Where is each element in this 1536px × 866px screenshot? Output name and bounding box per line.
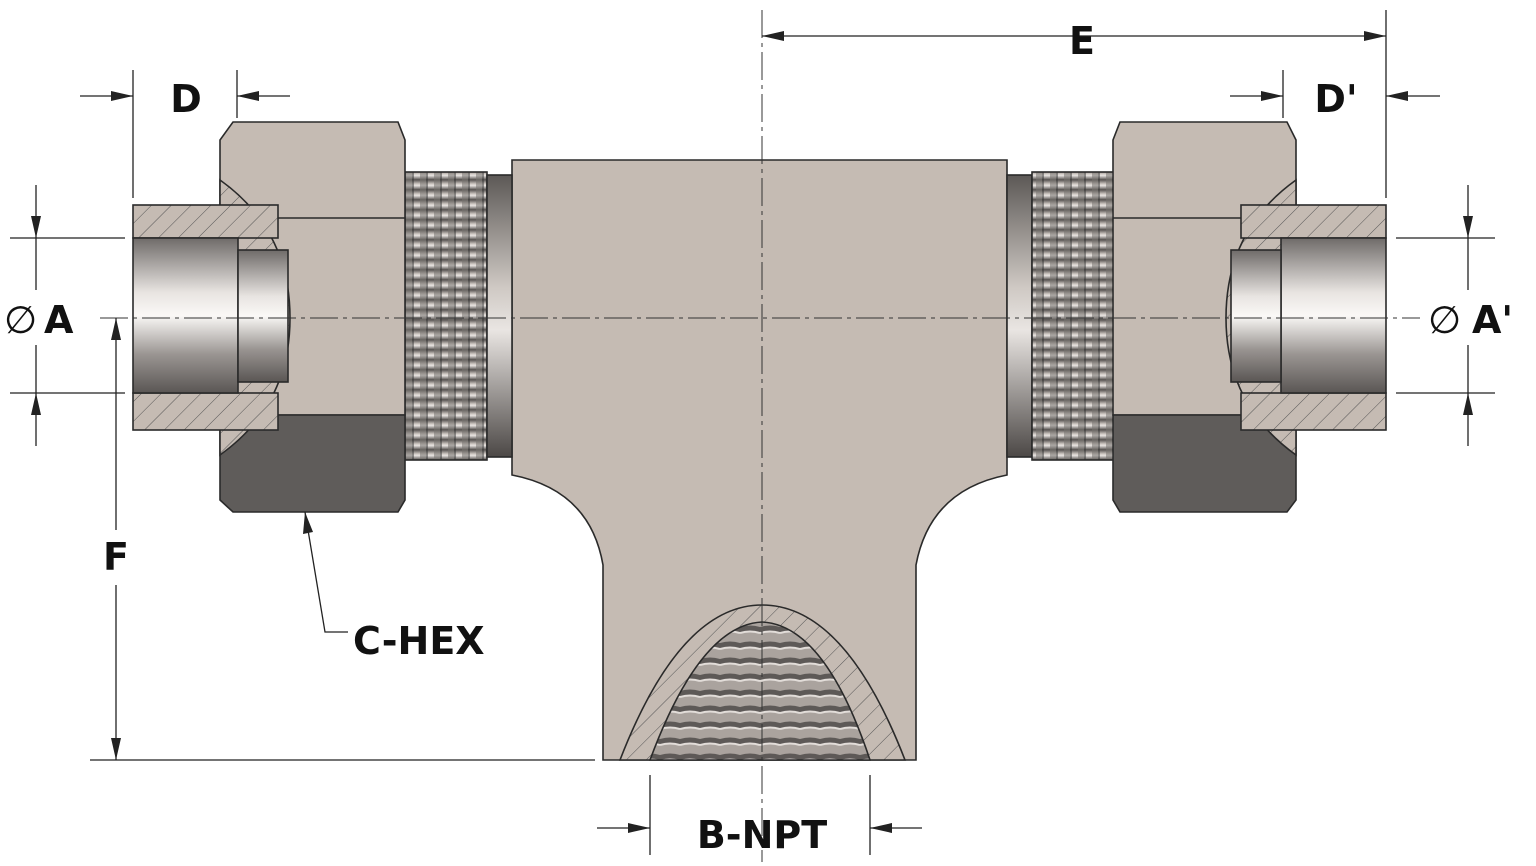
left-threads [404, 171, 513, 461]
dimension-b-npt [597, 775, 922, 855]
diameter-symbol-left: ∅ [4, 298, 37, 342]
label-d: D [170, 77, 202, 121]
tee-body [511, 159, 1008, 761]
right-tube [1230, 204, 1387, 431]
c-hex-leader [303, 511, 348, 633]
label-c-hex: C-HEX [353, 619, 485, 663]
dimension-e [762, 10, 1387, 198]
label-f: F [103, 535, 129, 579]
label-a-prime: A' [1472, 298, 1513, 342]
dimension-d-prime [1230, 70, 1440, 118]
label-a: A [44, 298, 74, 342]
dimension-d [80, 70, 290, 198]
diameter-symbol-right: ∅ [1428, 298, 1461, 342]
dimension-a [10, 185, 125, 446]
right-threads [1006, 171, 1115, 461]
label-e: E [1069, 19, 1095, 63]
label-d-prime: D' [1314, 77, 1357, 121]
dimension-f [90, 318, 595, 761]
left-tube [132, 204, 289, 431]
label-b-npt: B-NPT [697, 813, 827, 857]
dimension-a-prime [1396, 185, 1495, 446]
